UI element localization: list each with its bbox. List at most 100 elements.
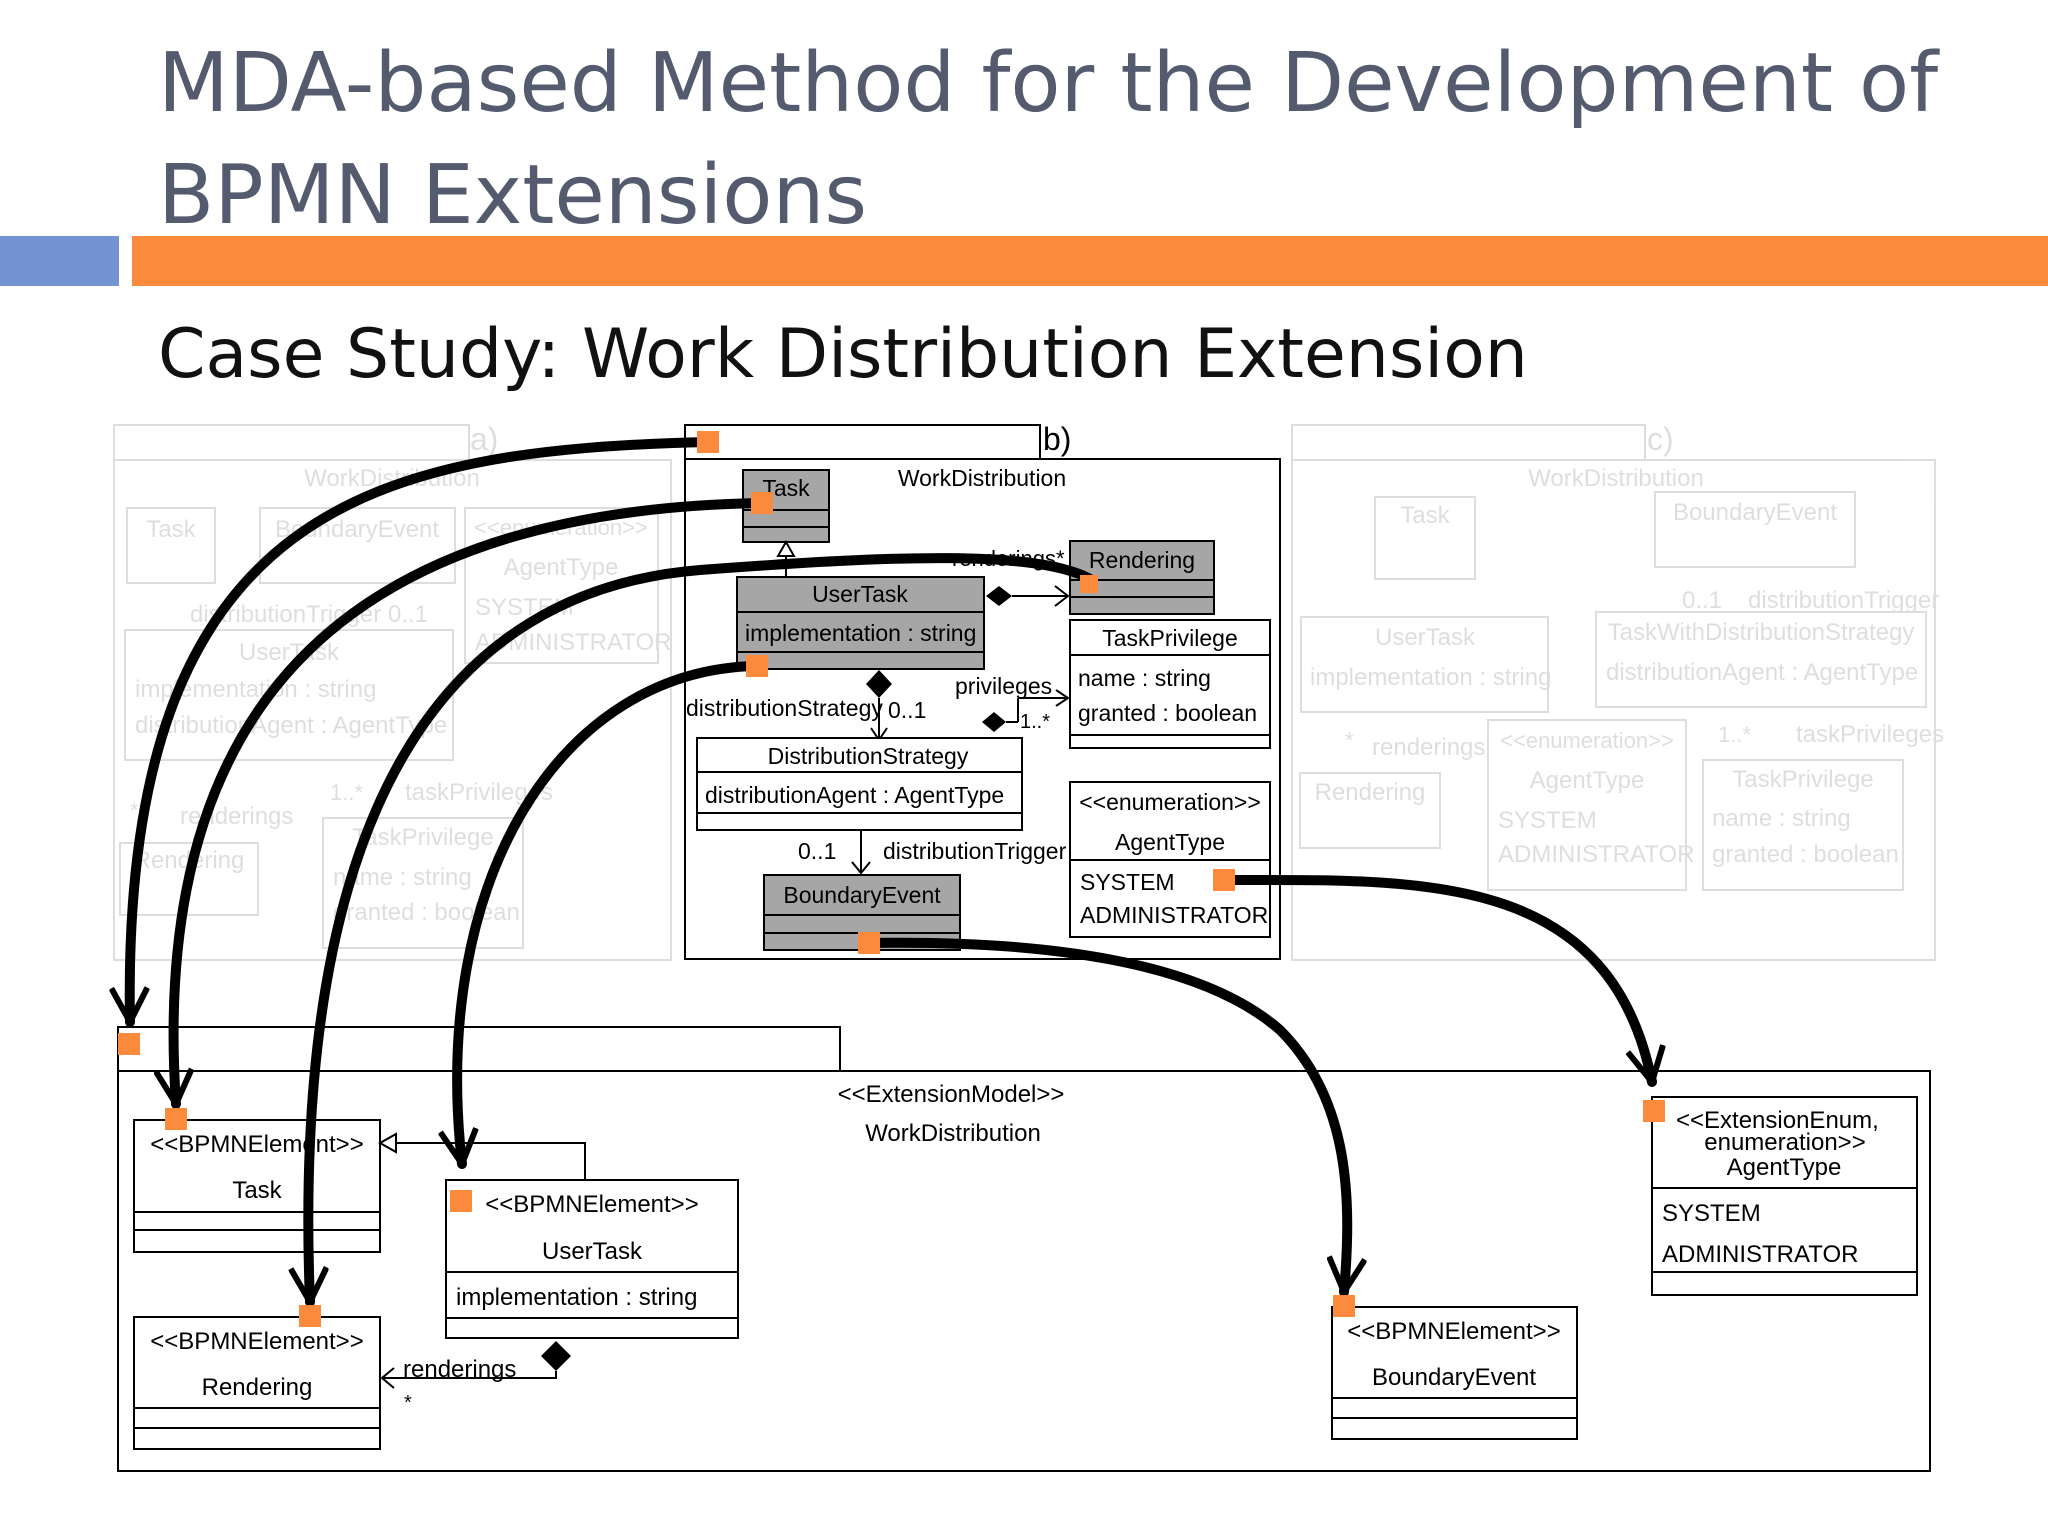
panel-a: a) WorkDistribution Task BoundaryEvent <… bbox=[113, 421, 672, 961]
arrow-task-mapping bbox=[174, 498, 767, 1104]
ext-task-name: Task bbox=[232, 1177, 282, 1204]
ext-agent-type-enum: <<ExtensionEnum, enumeration>> AgentType… bbox=[1651, 1096, 1918, 1296]
panel-b-trigger-mult: 0..1 bbox=[798, 838, 836, 864]
panel-c-twds-name: TaskWithDistributionStrategy bbox=[1608, 619, 1915, 646]
panel-b: b) WorkDistribution Task UserTask implem… bbox=[684, 421, 1281, 960]
arrow-boundary-event-mapping bbox=[863, 937, 1347, 1292]
ext-renderings-label: renderings bbox=[403, 1356, 516, 1383]
panel-b-dist-strategy-role: distributionStrategy bbox=[686, 695, 883, 721]
panel-b-tp-attr-2: granted : boolean bbox=[1078, 700, 1257, 726]
slide-title: MDA-based Method for the Development of B… bbox=[158, 28, 2018, 252]
arrow-package-mapping bbox=[130, 437, 713, 1027]
ext-model-stereotype: <<ExtensionModel>> bbox=[838, 1081, 1065, 1108]
marker-panel-b-task bbox=[751, 492, 773, 514]
panel-b-rendering-name: Rendering bbox=[1089, 547, 1195, 573]
panel-c-rendering-name: Rendering bbox=[1315, 779, 1426, 806]
ext-boundary-event-class: <<BPMNElement>> BoundaryEvent bbox=[1331, 1306, 1578, 1440]
panel-c-user-task-name: UserTask bbox=[1375, 624, 1476, 651]
panel-c-tp-attr-2: granted : boolean bbox=[1712, 841, 1899, 868]
panel-c-enum-stereotype: <<enumeration>> bbox=[1500, 728, 1674, 753]
accent-bar-orange bbox=[132, 236, 2048, 286]
arrow-enum-mapping bbox=[1219, 874, 1652, 1082]
panel-b-enum-agent-type: <<enumeration>> AgentType SYSTEM ADMINIS… bbox=[1069, 781, 1271, 938]
panel-c-dist-trigger: distributionTrigger bbox=[1748, 587, 1939, 614]
ext-enum-value-2: ADMINISTRATOR bbox=[1662, 1241, 1858, 1268]
title-line-1: MDA-based Method for the Development of bbox=[158, 36, 1939, 131]
ext-task-stereotype: <<BPMNElement>> bbox=[150, 1131, 363, 1158]
marker-ext-rendering bbox=[299, 1305, 321, 1327]
panel-b-user-task-name: UserTask bbox=[812, 581, 908, 607]
panel-b-enum-value-2: ADMINISTRATOR bbox=[1080, 902, 1268, 928]
panel-b-task-privilege-name: TaskPrivilege bbox=[1102, 625, 1238, 651]
panel-a-enum-name: AgentType bbox=[504, 554, 619, 581]
panel-b-dist-trigger: distributionTrigger bbox=[883, 838, 1067, 864]
marker-panel-b-user-task bbox=[746, 655, 768, 677]
panel-a-user-task-name: UserTask bbox=[239, 639, 340, 666]
panel-c-tp-attr-1: name : string bbox=[1712, 805, 1851, 832]
title-line-2: BPMN Extensions bbox=[158, 148, 868, 243]
slide-subtitle: Case Study: Work Distribution Extension bbox=[158, 315, 1528, 394]
panel-b-privileges-label: privileges bbox=[955, 673, 1052, 699]
ext-model-name: WorkDistribution bbox=[865, 1120, 1041, 1147]
panel-c-task-name: Task bbox=[1400, 502, 1450, 529]
panel-b-tp-attr-1: name : string bbox=[1078, 665, 1211, 691]
orange-markers bbox=[118, 431, 1665, 1327]
panel-c-package-name: WorkDistribution bbox=[1528, 465, 1704, 492]
arrow-rendering-mapping bbox=[308, 553, 1097, 1307]
ext-user-task-attr: implementation : string bbox=[456, 1284, 697, 1311]
panel-c-renderings: renderings bbox=[1372, 734, 1485, 761]
panel-c-task-privileges: taskPrivileges bbox=[1796, 721, 1944, 748]
panel-a-task-name: Task bbox=[146, 516, 196, 543]
ext-user-task-name: UserTask bbox=[542, 1238, 643, 1265]
marker-ext-boundary-event bbox=[1333, 1295, 1355, 1317]
ext-rendering-class: <<BPMNElement>> Rendering bbox=[133, 1316, 381, 1450]
panel-b-dist-strategy-attr: distributionAgent : AgentType bbox=[705, 782, 1004, 808]
ext-renderings-star: * bbox=[404, 1392, 412, 1414]
marker-ext-model bbox=[118, 1033, 140, 1055]
mapping-arrows bbox=[130, 437, 1652, 1307]
ext-task-class: <<BPMNElement>> Task bbox=[133, 1119, 381, 1253]
marker-ext-user-task bbox=[450, 1190, 472, 1212]
ext-rendering-name: Rendering bbox=[202, 1374, 313, 1401]
ext-user-task-class: <<BPMNElement>> UserTask implementation … bbox=[445, 1179, 739, 1339]
panel-c-star: * bbox=[1345, 728, 1354, 753]
marker-panel-b-enum bbox=[1213, 869, 1235, 891]
panel-b-enum-stereotype: <<enumeration>> bbox=[1079, 789, 1261, 815]
panel-c: c) WorkDistribution Task BoundaryEvent 0… bbox=[1291, 421, 1944, 961]
marker-panel-b-boundary-event bbox=[858, 932, 880, 954]
panel-c-enum-value-1: SYSTEM bbox=[1498, 807, 1597, 834]
ext-boundary-event-name: BoundaryEvent bbox=[1372, 1364, 1536, 1391]
ext-boundary-event-stereotype: <<BPMNElement>> bbox=[1347, 1318, 1560, 1345]
panel-b-distribution-strategy-class: DistributionStrategy distributionAgent :… bbox=[696, 737, 1023, 831]
ext-user-task-stereotype: <<BPMNElement>> bbox=[485, 1191, 698, 1218]
panel-c-mult-01: 0..1 bbox=[1682, 587, 1722, 614]
panel-a-attr-agent: distributionAgent : AgentType bbox=[135, 712, 447, 739]
panel-a-mult-1star: 1..* bbox=[330, 780, 363, 805]
panel-a-tp-attr-2: granted : boolean bbox=[333, 899, 520, 926]
panel-c-tag: c) bbox=[1647, 421, 1674, 457]
panel-b-boundary-event-name: BoundaryEvent bbox=[783, 882, 941, 908]
panel-b-user-task-class: UserTask implementation : string bbox=[736, 576, 985, 670]
panel-b-tag: b) bbox=[1043, 421, 1071, 457]
extension-model: <<ExtensionModel>> WorkDistribution <<BP… bbox=[117, 1026, 1931, 1472]
panel-b-rendering-class: Rendering bbox=[1069, 540, 1215, 615]
panel-a-mult-01: 0..1 bbox=[388, 601, 428, 628]
panel-b-mult-1star: 1..* bbox=[1020, 711, 1050, 733]
panel-a-task-privilege-name: TaskPrivilege bbox=[352, 824, 493, 851]
panel-c-task-privilege-name: TaskPrivilege bbox=[1732, 766, 1873, 793]
panel-c-enum-name: AgentType bbox=[1530, 767, 1645, 794]
ext-rendering-stereotype: <<BPMNElement>> bbox=[150, 1328, 363, 1355]
ext-enum-name: AgentType bbox=[1727, 1154, 1842, 1181]
ext-enum-stereotype-1: <<ExtensionEnum, bbox=[1676, 1107, 1879, 1134]
panel-a-star: * bbox=[130, 798, 139, 823]
panel-a-renderings: renderings bbox=[180, 803, 293, 830]
panel-b-boundary-event-class: BoundaryEvent bbox=[763, 874, 961, 951]
marker-ext-enum bbox=[1643, 1100, 1665, 1122]
arrow-user-task-mapping bbox=[457, 661, 761, 1164]
panel-c-ut-attr: implementation : string bbox=[1310, 664, 1551, 691]
panel-c-enum-value-2: ADMINISTRATOR bbox=[1498, 841, 1694, 868]
panel-b-dist-strategy-name: DistributionStrategy bbox=[768, 743, 969, 769]
panel-c-twds-attr: distributionAgent : AgentType bbox=[1606, 659, 1918, 686]
panel-b-enum-name: AgentType bbox=[1115, 829, 1225, 855]
